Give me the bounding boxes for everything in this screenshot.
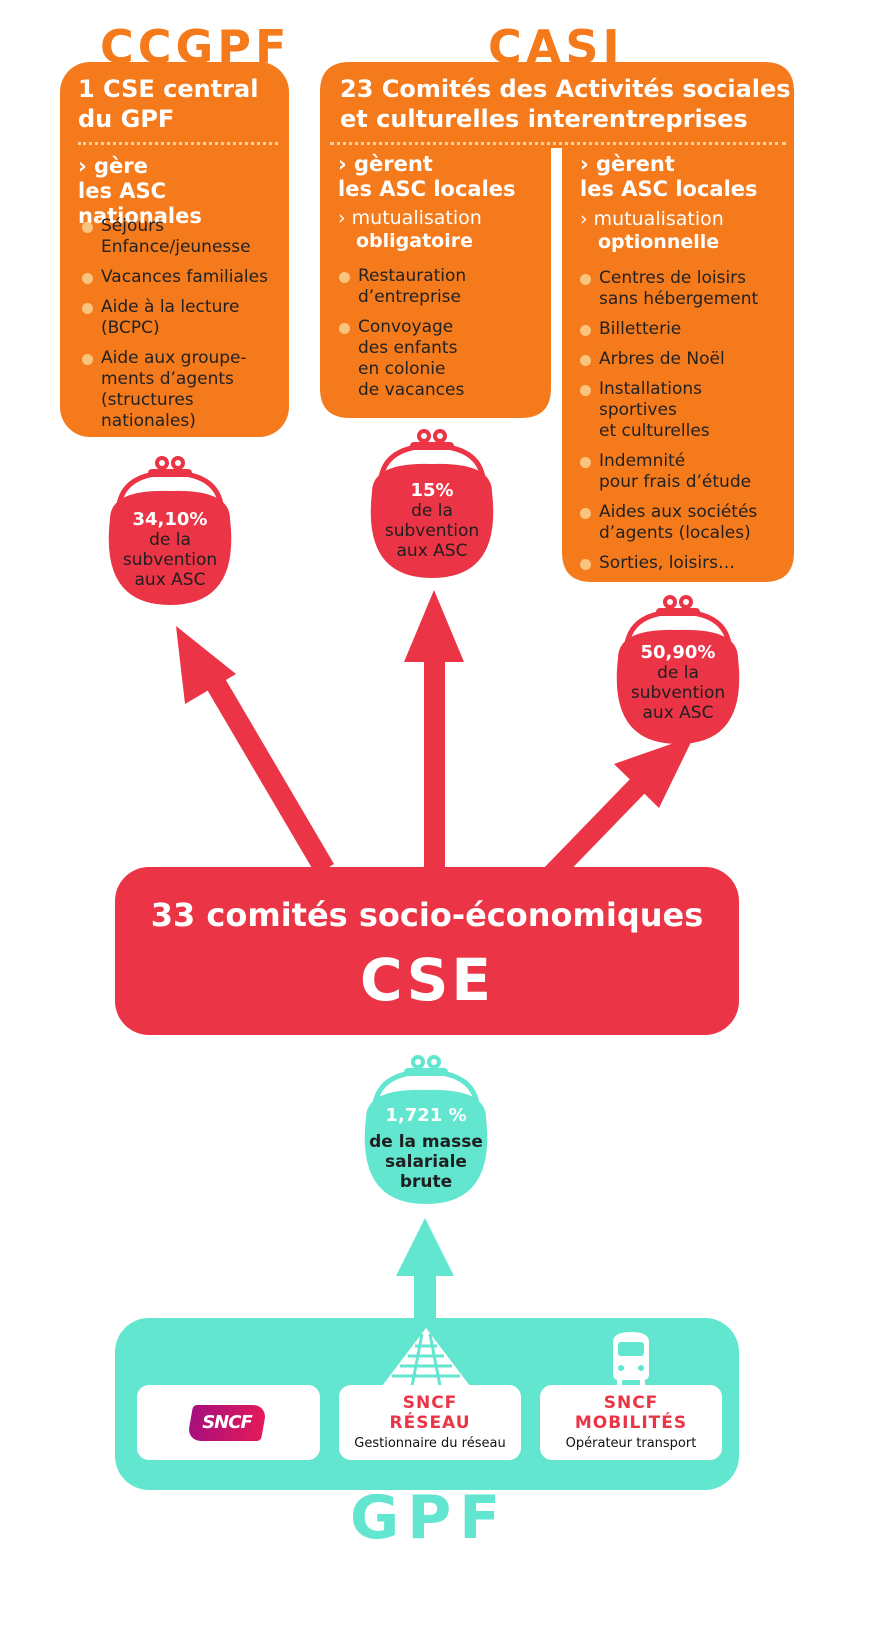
purse-ccgpf-line3: aux ASC (134, 570, 206, 590)
arrow-gpf-shaft (414, 1270, 436, 1326)
ccgpf-subheading-line1: › gère (78, 154, 148, 178)
purse-gpf-line3: brute (399, 1172, 453, 1192)
purse-casi-optional-line3: aux ASC (642, 703, 714, 723)
arrow-right-head (614, 736, 694, 808)
casi-left-mutualisation-line2: obligatoire (356, 230, 474, 252)
purse-gpf-line1: de la masse (369, 1132, 483, 1152)
purse-gpf-text: 1,721 % de la masse salariale brute (362, 1105, 490, 1193)
list-item: Aide à la lecture(BCPC) (82, 297, 282, 339)
purse-ccgpf-line2: subvention (122, 550, 218, 570)
list-item: Arbres de Noël (580, 349, 792, 370)
cse-acronym: CSE (359, 946, 495, 1014)
sncf-reseau-title-line1: SNCF (402, 1393, 458, 1413)
arrow-center-shaft (424, 655, 445, 875)
train-icon (613, 1332, 649, 1386)
list-item: Vacances familiales (82, 267, 282, 288)
casi-right-subheading-line1: › gèrent (580, 152, 675, 176)
sncf-reseau-title-line2: RÉSEAU (389, 1413, 471, 1433)
ccgpf-box: 1 CSE central du GPF › gère les ASC nati… (60, 62, 289, 437)
ccgpf-title-line2: du GPF (78, 105, 175, 133)
purse-casi-mandatory-line3: aux ASC (396, 541, 468, 561)
casi-title-line1: 23 Comités des Activités sociales (340, 75, 791, 103)
sncf-mobilites-title-line1: SNCF (603, 1393, 659, 1413)
casi-title-line2: et culturelles interentreprises (340, 105, 748, 133)
purse-casi-mandatory-icon (370, 429, 494, 578)
sncf-logo-text: SNCF (202, 1412, 253, 1433)
arrow-center-head (404, 590, 464, 662)
casi-divider (330, 142, 786, 145)
ccgpf-divider (78, 142, 278, 145)
ccgpf-title-line1: 1 CSE central (78, 75, 259, 103)
ccgpf-subheading-line2: les ASC nationales (78, 179, 202, 228)
purse-ccgpf-percent: 34,10% (132, 509, 208, 530)
purse-casi-mandatory-text: 15% de la subvention aux ASC (370, 480, 494, 562)
casi-left-mutualisation-line1: › mutualisation (338, 207, 482, 229)
casi-right-mutualisation-line2: optionnelle (598, 231, 720, 253)
casi-right-mutualisation-line1: › mutualisation (580, 208, 724, 230)
purse-casi-mandatory-line1: de la (411, 501, 453, 521)
purse-gpf-line2: salariale (385, 1152, 467, 1172)
arrow-gpf-head (396, 1218, 454, 1276)
purse-casi-optional-text: 50,90% de la subvention aux ASC (616, 642, 740, 724)
sncf-mobilites-card: SNCF MOBILITÉS Opérateur transport (540, 1385, 722, 1460)
railway-track-icon (382, 1328, 470, 1386)
arrow-left-head (176, 626, 236, 704)
purse-ccgpf-text: 34,10% de la subvention aux ASC (108, 509, 232, 591)
heading-gpf: GPF (350, 1483, 509, 1553)
purse-casi-mandatory-line2: subvention (384, 521, 480, 541)
casi-right-subheading-line2: les ASC locales (580, 177, 758, 201)
cse-title: 33 comités socio-économiques (150, 896, 704, 934)
list-item: Sorties, loisirs… (580, 553, 792, 574)
sncf-reseau-card: SNCF RÉSEAU Gestionnaire du réseau (339, 1385, 521, 1460)
sncf-mobilites-subtitle: Opérateur transport (565, 1436, 697, 1451)
sncf-mobilites-title-line2: MOBILITÉS (574, 1413, 688, 1433)
sncf-reseau-subtitle: Gestionnaire du réseau (354, 1436, 506, 1451)
purse-gpf-percent: 1,721 % (385, 1105, 467, 1126)
list-item: Aide aux groupe-ments d’agents(structure… (82, 348, 282, 432)
purse-casi-optional-line2: subvention (630, 683, 726, 703)
arrow-left-shaft (202, 670, 334, 875)
sncf-logo-card: SNCF (137, 1385, 320, 1460)
purse-casi-optional-line1: de la (657, 663, 699, 683)
casi-left-subheading-line1: › gèrent (338, 152, 433, 176)
purse-ccgpf-icon (108, 456, 232, 605)
purse-gpf-icon (364, 1055, 488, 1204)
casi-box-shape (320, 62, 794, 582)
purse-casi-mandatory-percent: 15% (410, 480, 454, 501)
casi-left-subheading-line2: les ASC locales (338, 177, 516, 201)
purse-casi-optional-percent: 50,90% (640, 642, 716, 663)
arrow-right-shaft (540, 776, 648, 886)
cse-box: 33 comités socio-économiques CSE (115, 867, 739, 1035)
purse-ccgpf-line1: de la (149, 530, 191, 550)
list-item: Billetterie (580, 319, 792, 340)
purse-casi-optional-icon (616, 595, 740, 744)
